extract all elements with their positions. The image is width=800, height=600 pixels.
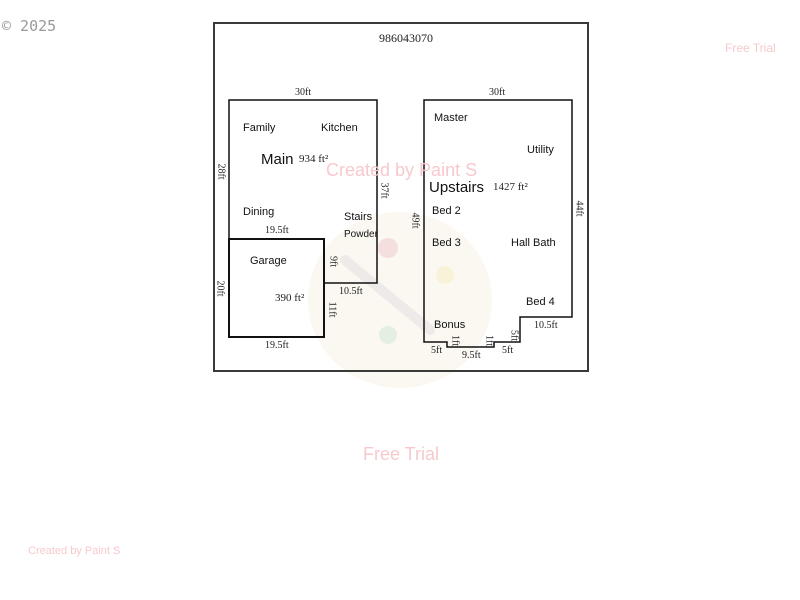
- watermark-created-by-center: Created by Paint S: [326, 160, 478, 180]
- upstairs-label: Upstairs: [429, 179, 485, 196]
- room-family: Family: [243, 122, 276, 134]
- upstairs-dim-notch-left: 1ft: [449, 334, 461, 347]
- main-dim-right: 37ft: [378, 182, 390, 199]
- floorplan-frame: [213, 22, 589, 372]
- garage-dim-left: 20ft: [214, 280, 226, 297]
- main-floor-area: 934 ft²: [299, 153, 329, 165]
- upstairs-area: 1427 ft²: [493, 181, 528, 193]
- main-dim-inner-bottom: 19.5ft: [265, 225, 289, 236]
- upstairs-dim-bottom-right: 5ft: [502, 345, 514, 356]
- room-dining: Dining: [243, 206, 275, 218]
- upstairs-dim-right: 44ft: [573, 200, 585, 217]
- room-kitchen: Kitchen: [321, 122, 358, 134]
- room-bonus: Bonus: [434, 319, 466, 331]
- watermark-free-trial-top: Free Trial: [725, 41, 776, 55]
- main-floor-label: Main: [261, 151, 294, 168]
- upstairs-dim-step-right: 10.5ft: [534, 320, 558, 331]
- garage-label: Garage: [250, 255, 287, 267]
- room-powder: Powder: [344, 229, 378, 240]
- garage-dim-bottom: 19.5ft: [265, 340, 289, 351]
- upstairs-dim-step-right-vertical: 5ft: [508, 329, 520, 342]
- upstairs-dim-notch-right: 1ft: [483, 334, 495, 347]
- room-bed-2: Bed 2: [432, 205, 461, 217]
- plan-id: 986043070: [379, 31, 433, 45]
- upstairs-dim-top: 30ft: [489, 87, 506, 98]
- garage-area: 390 ft²: [275, 292, 305, 304]
- watermark-free-trial-center: Free Trial: [363, 444, 440, 464]
- room-master: Master: [434, 112, 468, 124]
- upstairs-outline: [423, 99, 573, 348]
- upstairs-dim-bottom-middle: 9.5ft: [462, 350, 481, 361]
- garage-dim-right: 11ft: [326, 301, 338, 318]
- watermark-created-by-bottom: Created by Paint S: [28, 545, 121, 557]
- main-dim-step-bottom: 10.5ft: [339, 286, 363, 297]
- main-dim-step-vertical: 9ft: [327, 255, 339, 268]
- main-dim-top: 30ft: [295, 87, 312, 98]
- room-hall-bath: Hall Bath: [511, 237, 556, 249]
- copyright-label: © 2025: [2, 17, 57, 35]
- room-bed-3: Bed 3: [432, 237, 461, 249]
- garage-outline: [228, 238, 325, 338]
- upstairs-dim-left: 49ft: [409, 212, 421, 229]
- room-stairs: Stairs: [344, 211, 373, 223]
- main-dim-left: 28ft: [215, 163, 227, 180]
- upstairs-dim-bottom-left: 5ft: [431, 345, 443, 356]
- room-bed-4: Bed 4: [526, 296, 555, 308]
- room-utility: Utility: [527, 144, 554, 156]
